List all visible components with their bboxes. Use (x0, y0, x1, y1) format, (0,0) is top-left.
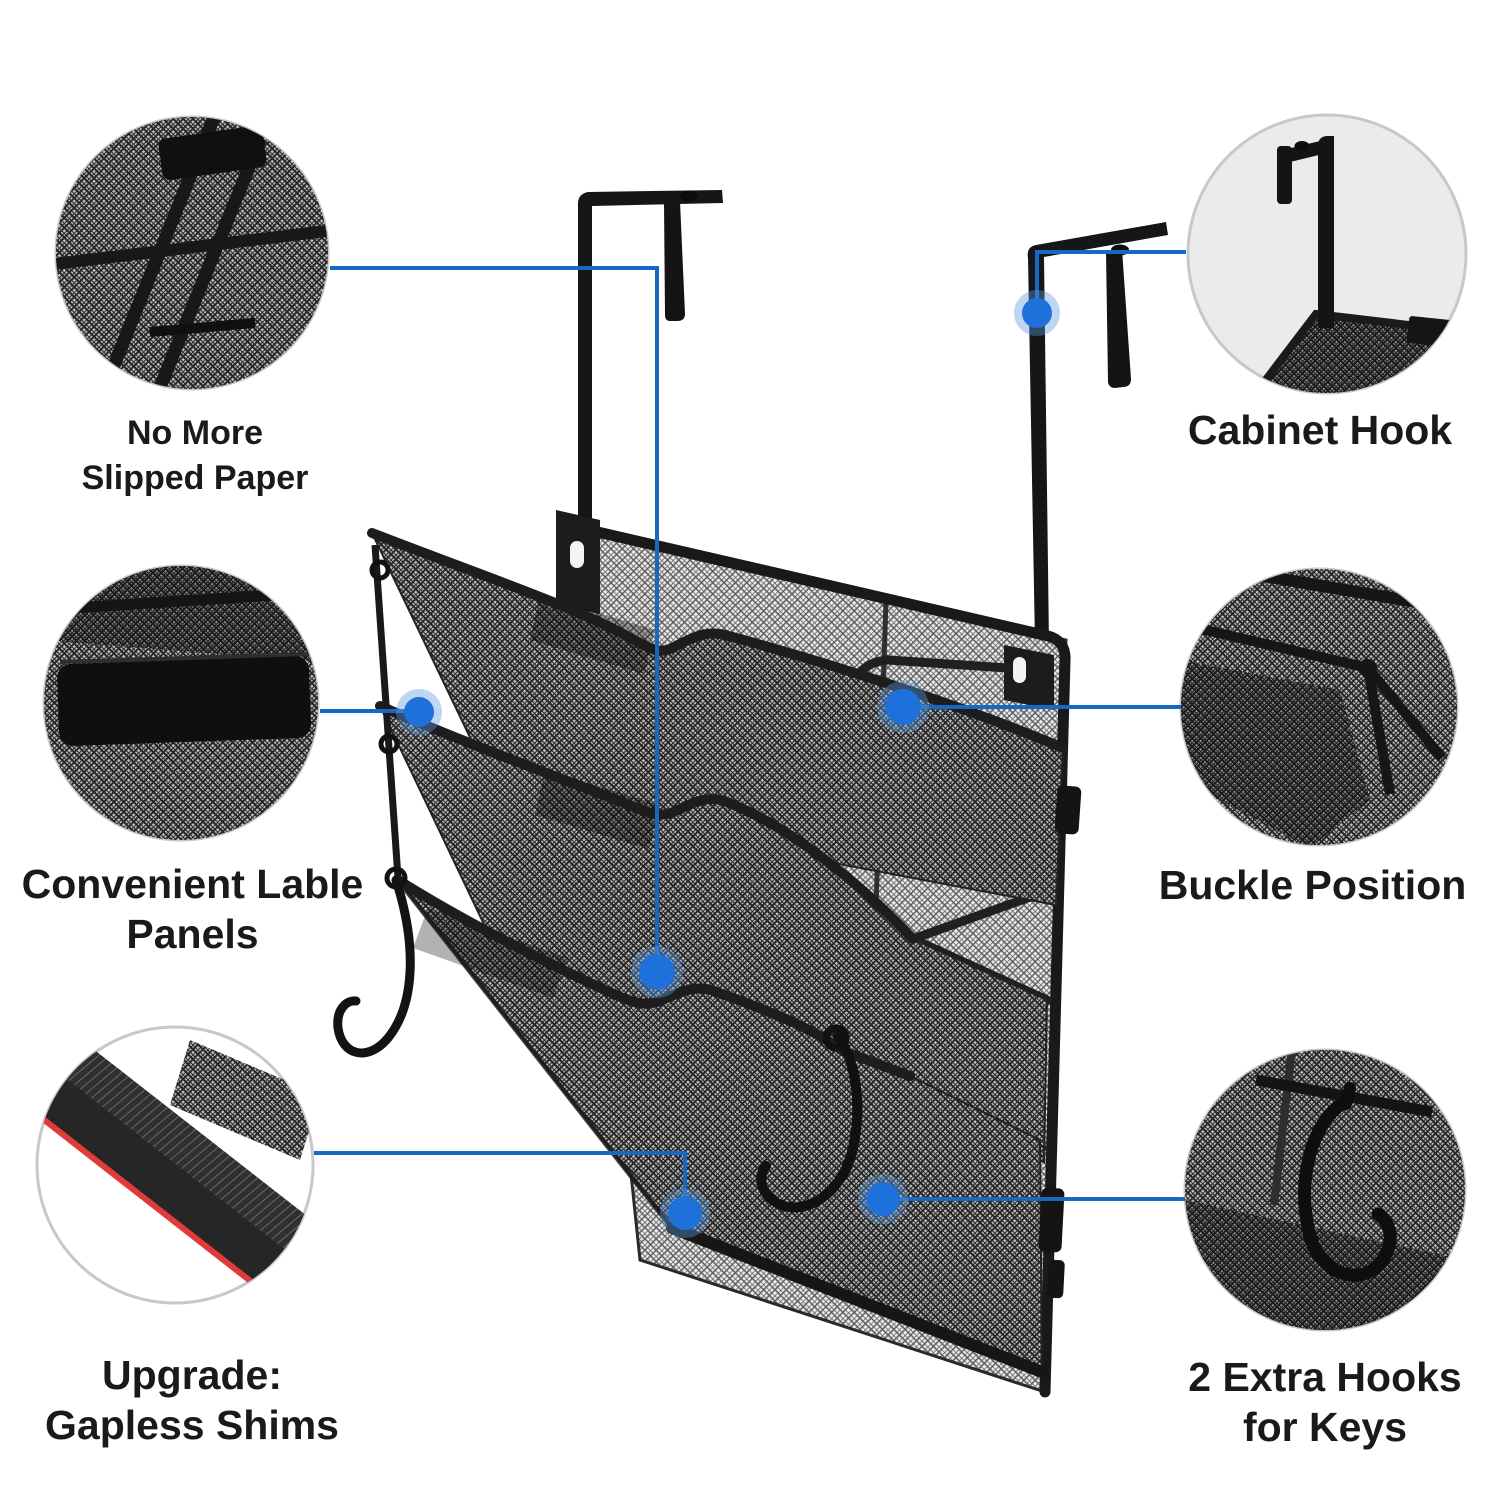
dot-buckle-position (877, 681, 929, 733)
callout-circle-no-more-slipped-paper (54, 115, 330, 391)
label-no-more-slipped-paper: No More Slipped Paper (15, 411, 375, 501)
label-convenient-lable-panels: Convenient Lable Panels (0, 859, 385, 959)
connector-cabinet-hook (1035, 250, 1186, 313)
mounting-plate-left (556, 510, 600, 614)
annotation-connectors (314, 250, 1186, 1213)
connector-no-more-slipped-paper (330, 266, 659, 972)
label-line: No More (127, 414, 263, 452)
dot-convenient-lable-panels (396, 689, 442, 735)
label-line: Gapless Shims (45, 1402, 339, 1448)
tray-top (367, 528, 1068, 907)
tray-middle (375, 701, 1049, 1164)
callout-circle-upgrade-gapless-shims (35, 1025, 315, 1305)
annotation-dots (396, 290, 1060, 1238)
key-hook-left (333, 875, 415, 1058)
label-upgrade-gapless-shims: Upgrade: Gapless Shims (10, 1350, 374, 1450)
label-extra-hooks-for-keys: 2 Extra Hooks for Keys (1140, 1352, 1500, 1452)
label-line: Cabinet Hook (1187, 407, 1453, 453)
dot-extra-hooks-for-keys (858, 1174, 908, 1224)
dot-upgrade-gapless-shims (660, 1188, 710, 1238)
left-cabinet-hook (577, 190, 723, 606)
label-buckle-position: Buckle Position (1125, 860, 1500, 910)
key-hook-center (756, 1024, 863, 1213)
label-cabinet-hook: Cabinet Hook (1140, 405, 1500, 455)
callout-circle-extra-hooks-for-keys (1183, 1048, 1467, 1332)
dot-no-more-slipped-paper (631, 946, 683, 998)
buckle-tabs (1038, 785, 1082, 1299)
callout-circle-buckle-position (1179, 567, 1459, 847)
label-line: Upgrade: (102, 1352, 282, 1398)
connector-upgrade-gapless-shims (314, 1151, 687, 1213)
label-line: 2 Extra Hooks (1188, 1354, 1462, 1400)
callout-circle-convenient-lable-panels (42, 564, 320, 842)
label-line: Slipped Paper (81, 459, 309, 497)
callout-circle-cabinet-hook (1186, 113, 1468, 395)
dot-cabinet-hook (1014, 290, 1060, 336)
organizer-product (333, 190, 1168, 1398)
tray-bottom (393, 875, 1048, 1378)
label-line: for Keys (1242, 1404, 1408, 1450)
label-line: Convenient Lable (21, 861, 364, 907)
mounting-plate-right (1004, 645, 1054, 710)
label-line: Panels (126, 911, 259, 957)
label-line: Buckle Position (1158, 862, 1467, 908)
